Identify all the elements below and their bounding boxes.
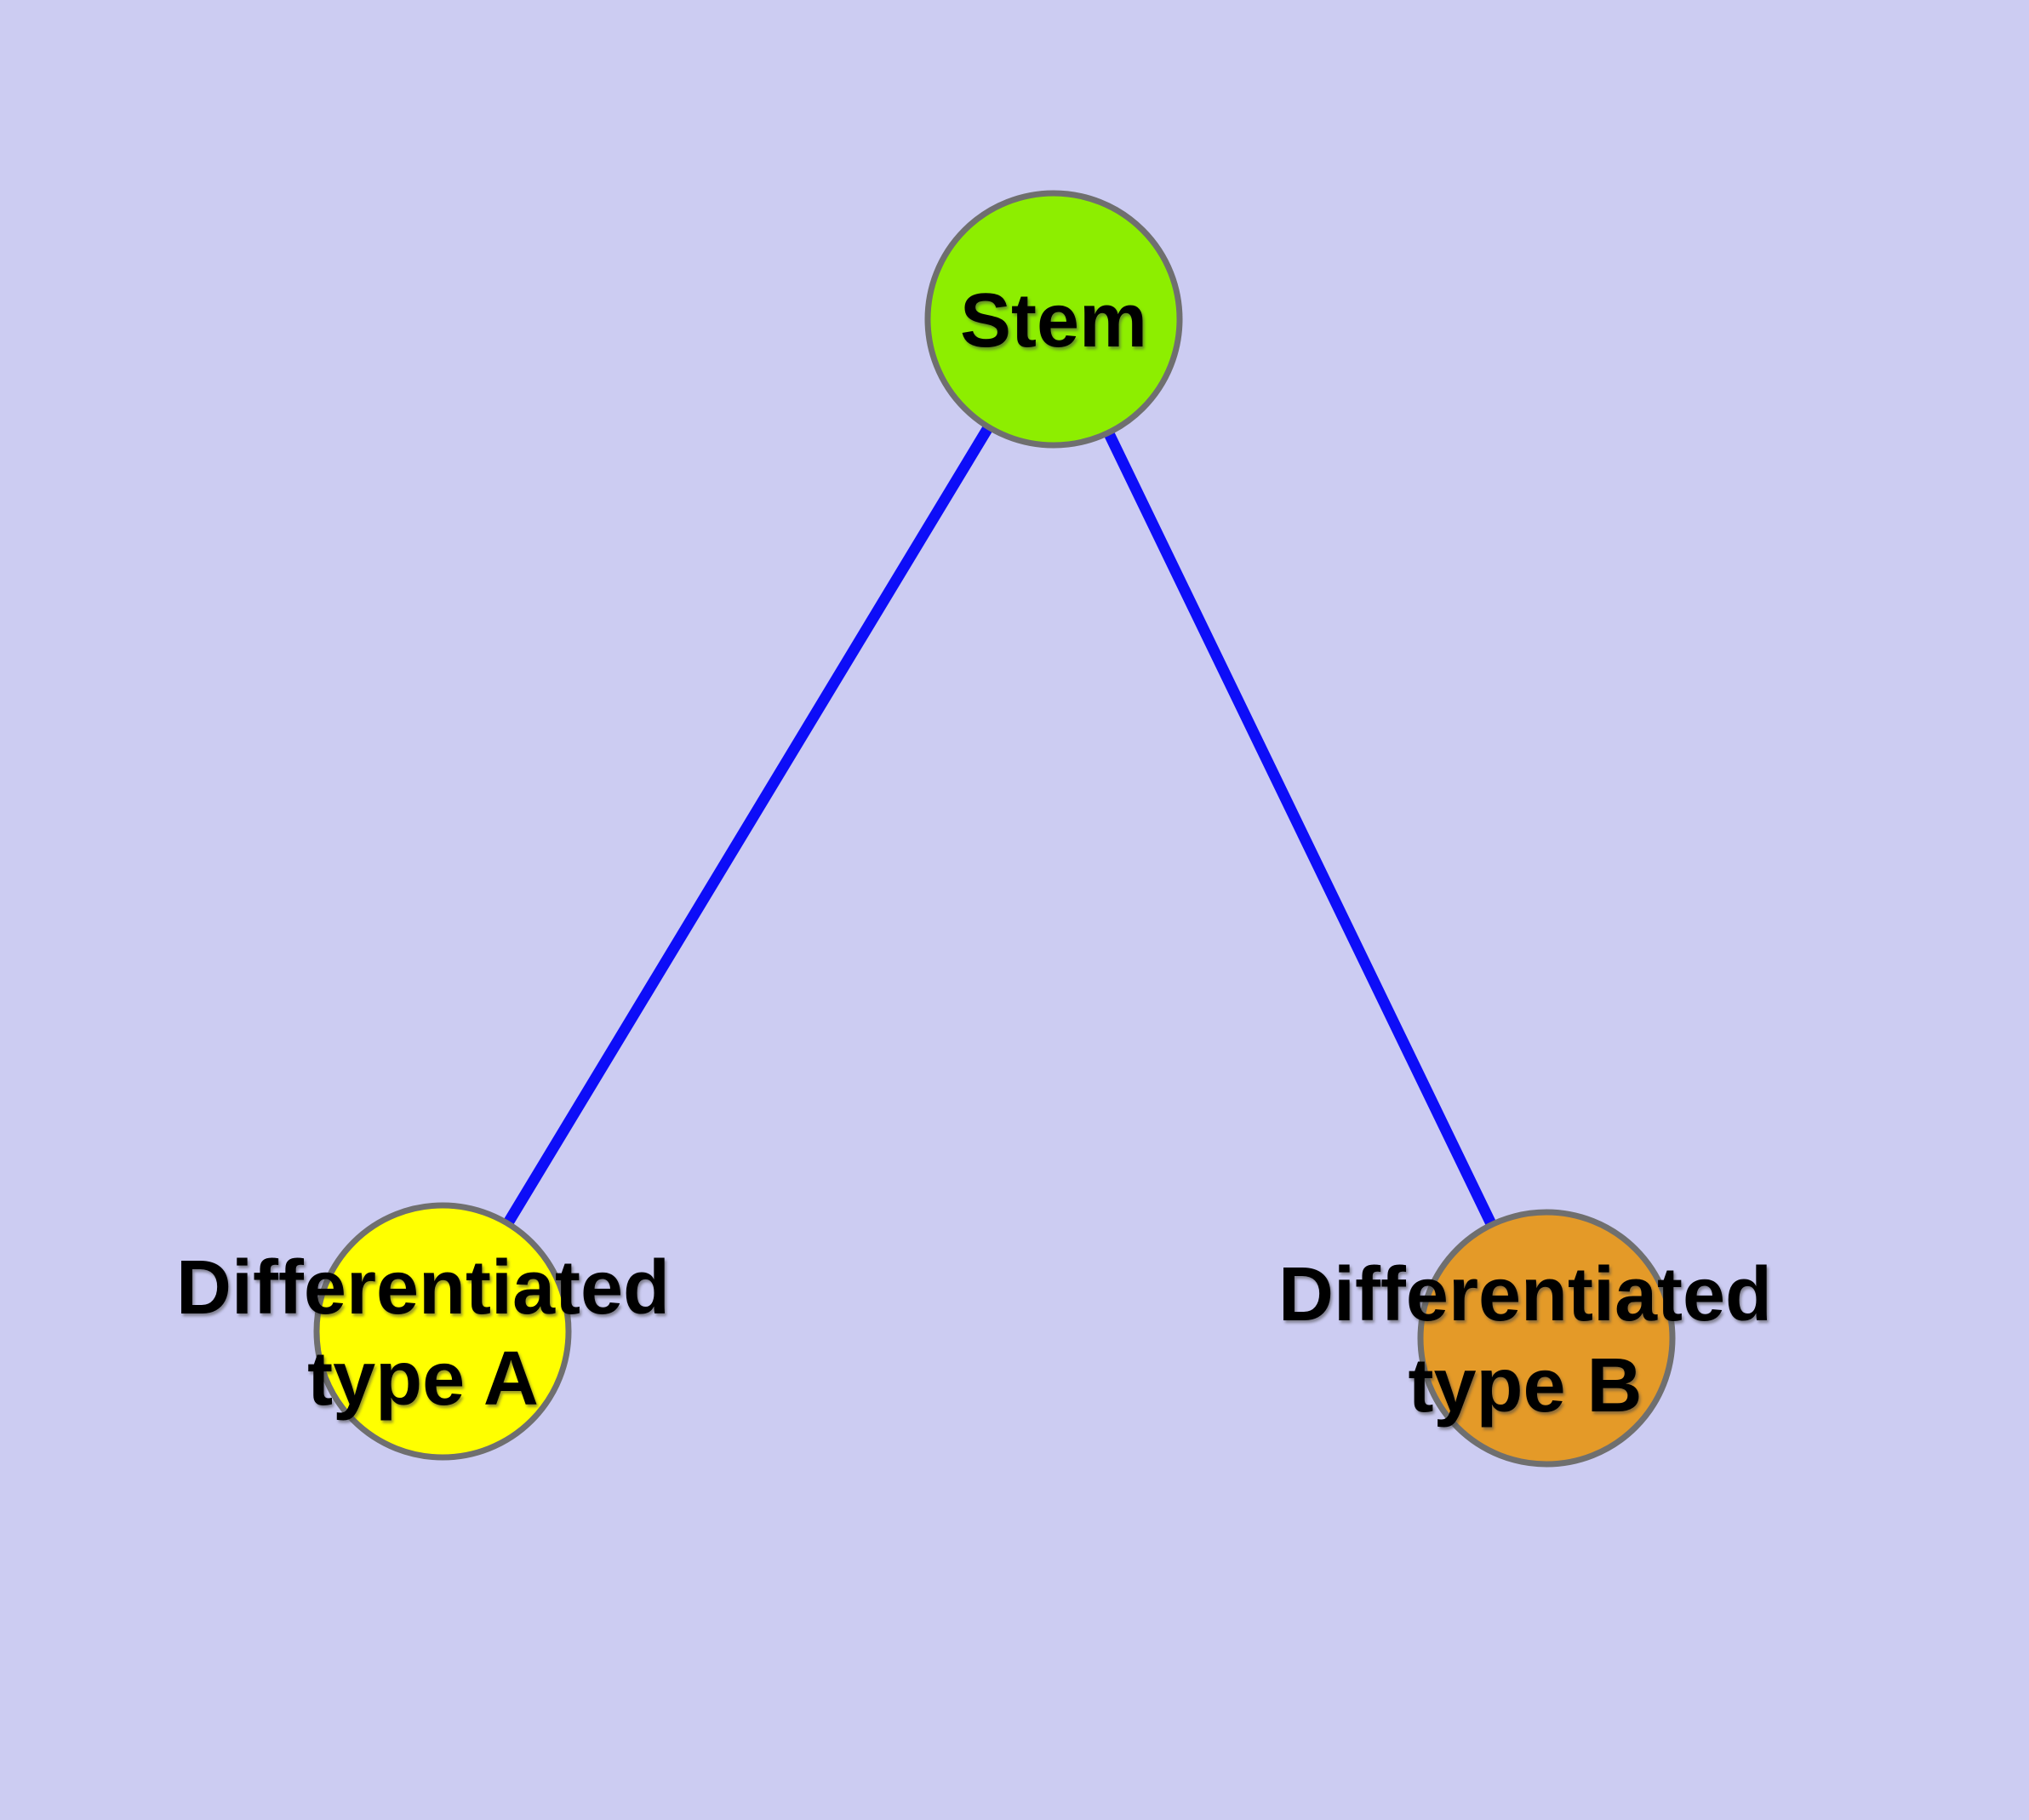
- node-differentiated-type-b: Differentiated type B: [1278, 1209, 1772, 1468]
- node-type-b-label-line2: type B: [1408, 1343, 1642, 1428]
- node-stem-label: Stem: [960, 278, 1147, 363]
- edge-stem-to-type-b: [1049, 317, 1552, 1341]
- node-type-a-label-line2: type A: [307, 1336, 539, 1422]
- node-stem-circle: [924, 190, 1183, 449]
- edges: [437, 316, 1552, 1341]
- edge-stem-to-type-a: [437, 316, 1059, 1335]
- node-type-a-circle: [313, 1202, 572, 1461]
- node-type-b-label-line1: Differentiated: [1278, 1252, 1772, 1337]
- node-stem: Stem: [924, 190, 1183, 449]
- node-type-b-circle: [1417, 1209, 1676, 1468]
- node-differentiated-type-a: Differentiated type A: [176, 1202, 670, 1461]
- node-type-a-label-line1: Differentiated: [176, 1245, 670, 1331]
